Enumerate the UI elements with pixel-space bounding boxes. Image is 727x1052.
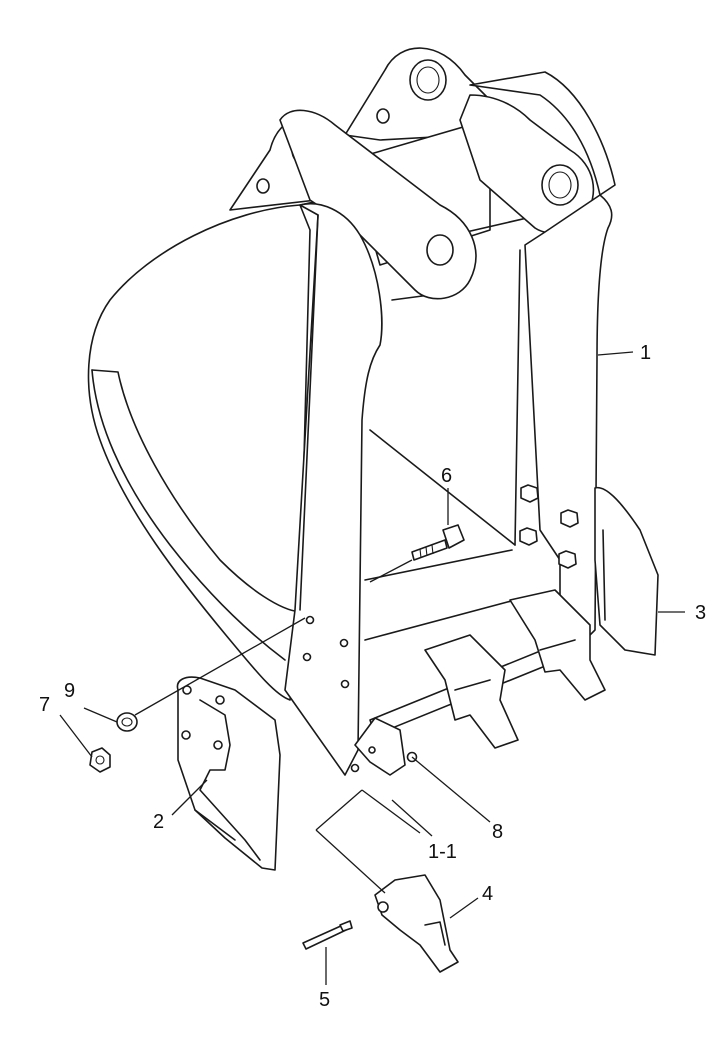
part-2-side-cutter (134, 617, 306, 871)
callout-7: 7 (39, 694, 50, 716)
front-pin-boss-right (541, 164, 579, 206)
callout-9: 9 (64, 680, 75, 702)
callout-labels: 1 1-1 2 3 4 5 6 7 8 9 (39, 342, 706, 1011)
side-plate-left (284, 203, 383, 776)
callout-5: 5 (319, 989, 330, 1011)
part-7-nut (89, 747, 111, 773)
callout-3: 3 (695, 602, 706, 624)
side-cutter-bolts (519, 484, 579, 569)
part-4-tooth (315, 789, 459, 973)
bucket-teeth (354, 589, 606, 776)
callout-2: 2 (153, 811, 164, 833)
callout-4: 4 (482, 883, 493, 905)
part-3-side-cutter (594, 486, 659, 656)
rear-pin-boss-right (409, 59, 447, 101)
mounting-bracket (229, 47, 616, 301)
callout-1-1: 1-1 (428, 841, 457, 863)
part-6-bolt (369, 524, 465, 583)
callout-leaders (59, 351, 685, 985)
callout-1: 1 (640, 342, 651, 364)
part-9-washer (116, 712, 138, 732)
callout-8: 8 (492, 821, 503, 843)
callout-6: 6 (441, 465, 452, 487)
part-5-pin (302, 920, 353, 950)
